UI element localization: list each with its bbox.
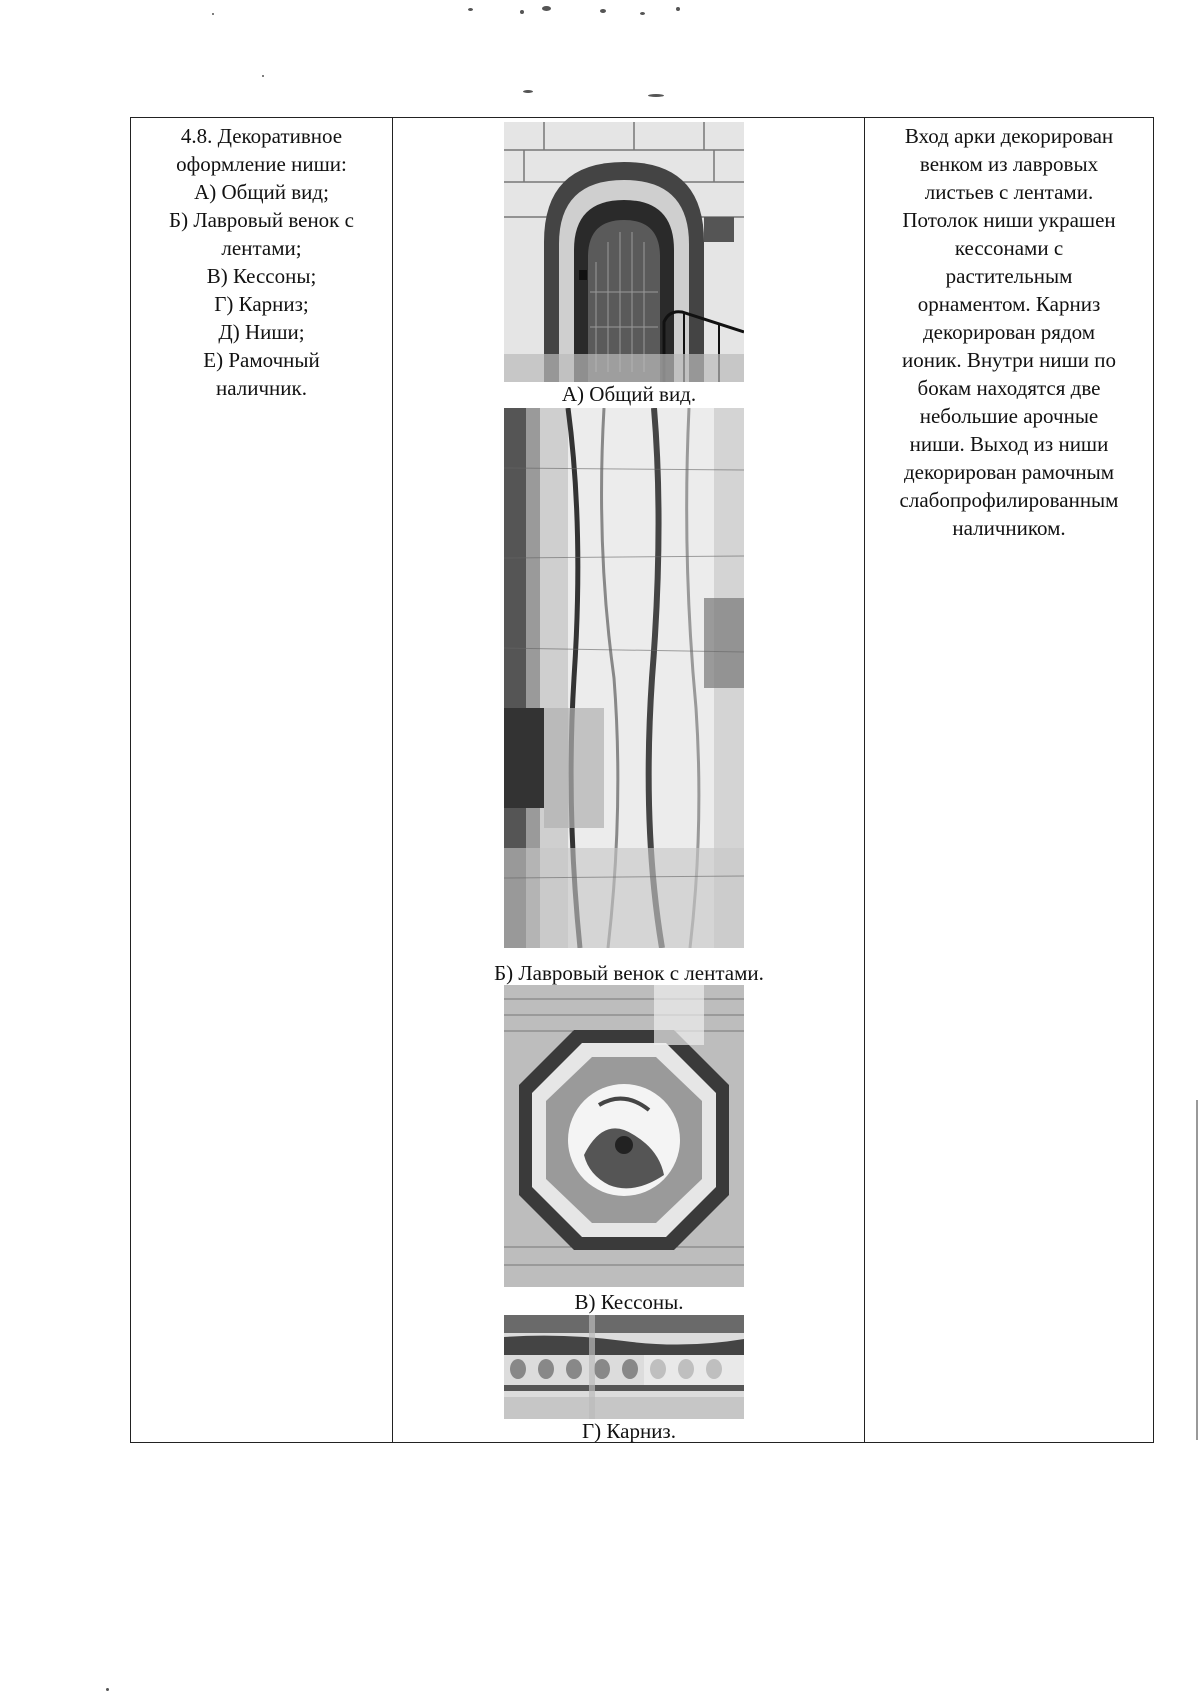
scan-speck: [648, 94, 664, 97]
photo-caption: В) Кессоны.: [574, 1290, 684, 1314]
text-line: листьев с лентами.: [924, 180, 1094, 204]
scan-speck: [542, 6, 551, 11]
element-name-text: 4.8. Декоративное оформление ниши: А) Об…: [131, 118, 392, 402]
text-line: Б) Лавровый венок с: [169, 208, 354, 232]
text-line: Г) Карниз;: [214, 292, 309, 316]
text-line: А) Общий вид;: [194, 180, 329, 204]
text-line: кессонами с: [954, 236, 1064, 260]
description-cell: Вход арки декорирован венком из лавровых…: [865, 118, 1153, 1442]
scan-speck: [523, 90, 533, 93]
photo-laurel-wreath: [504, 408, 744, 948]
scan-speck: [520, 10, 524, 14]
photo-caption: Г) Карниз.: [582, 1419, 676, 1443]
scan-speck: [262, 75, 264, 77]
text-line: Е) Рамочный: [203, 348, 320, 372]
text-line: В) Кессоны;: [206, 264, 317, 288]
text-line: орнаментом. Карниз: [917, 292, 1101, 316]
text-line: небольшие арочные: [919, 404, 1099, 428]
text-line: слабопрофилированным: [899, 488, 1119, 512]
text-line: венком из лавровых: [919, 152, 1099, 176]
description-table: 4.8. Декоративное оформление ниши: А) Об…: [130, 117, 1154, 1443]
photo-caption: А) Общий вид.: [561, 382, 697, 406]
scan-speck: [676, 7, 680, 11]
text-line: бокам находятся две: [917, 376, 1101, 400]
photo-caissons: [504, 985, 744, 1287]
text-line: наличником.: [952, 516, 1066, 540]
text-line: Д) Ниши;: [218, 320, 305, 344]
text-line: Потолок ниши украшен: [902, 208, 1116, 232]
photo-caption: Б) Лавровый венок с лентами.: [494, 961, 764, 985]
scan-speck: [640, 12, 645, 15]
text-line: наличник.: [216, 376, 307, 400]
text-line: оформление ниши:: [176, 152, 347, 176]
photo-cell: А) Общий вид.: [393, 118, 865, 1443]
text-line: растительным: [945, 264, 1073, 288]
photo-cornice: [504, 1315, 744, 1419]
text-line: декорирован рамочным: [903, 460, 1115, 484]
text-line: ионик. Внутри ниши по: [902, 348, 1116, 372]
text-line: декорирован рядом: [922, 320, 1096, 344]
text-line: лентами;: [221, 236, 302, 260]
text-line: ниши. Выход из ниши: [909, 432, 1109, 456]
scan-speck: [468, 8, 473, 11]
scan-speck: [600, 9, 606, 13]
description-text: Вход арки декорирован венком из лавровых…: [865, 118, 1153, 542]
scan-speck: [1196, 1100, 1198, 1440]
text-line: 4.8. Декоративное: [180, 124, 343, 148]
photo-general-view: [504, 122, 744, 382]
text-line: Вход арки декорирован: [904, 124, 1114, 148]
scan-speck: [106, 1688, 109, 1691]
scan-speck: [212, 13, 214, 15]
element-name-cell: 4.8. Декоративное оформление ниши: А) Об…: [131, 118, 393, 1442]
